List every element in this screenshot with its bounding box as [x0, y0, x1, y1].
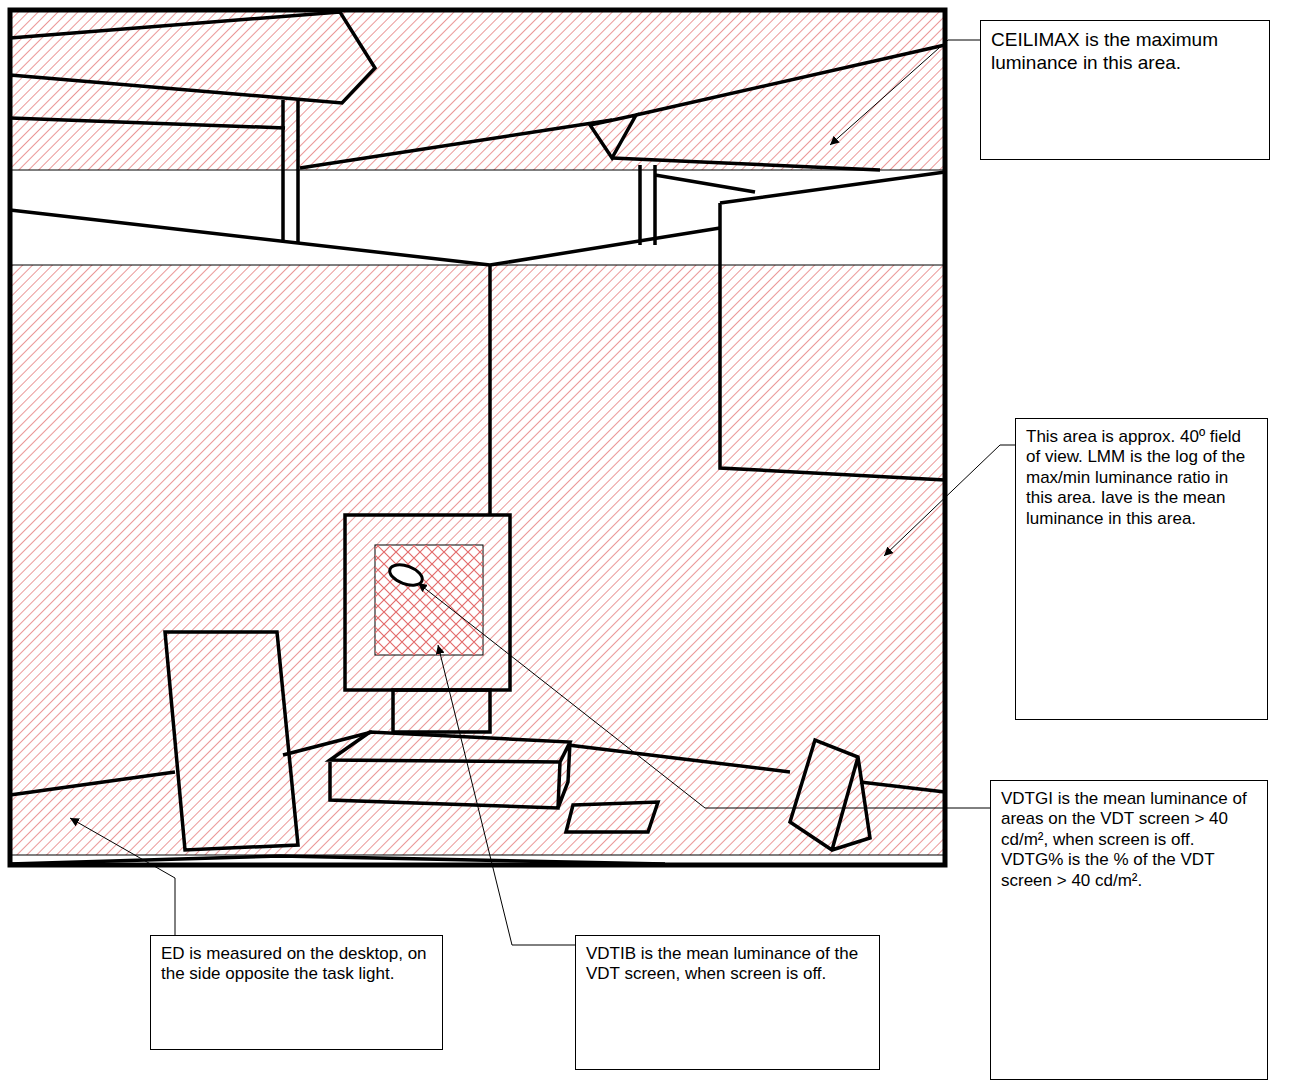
vdt-screen: [375, 545, 483, 655]
document-holder: [165, 632, 298, 850]
ceiling-beam: [612, 45, 945, 170]
ceiling-beam: [10, 118, 285, 128]
desk-edge: [10, 732, 945, 795]
callout-text: VDTG% is the % of the VDT screen > 40 cd…: [1001, 850, 1257, 891]
field-of-view-hatched-area: [10, 265, 945, 855]
leader-lines: [70, 40, 1015, 945]
vdt-screen-crosshatch: [375, 545, 483, 655]
view-frame: [10, 10, 945, 865]
ceiling-beam: [300, 120, 612, 168]
light-pendant: [640, 165, 655, 245]
leader-line: [418, 583, 990, 808]
callout-box: CEILIMAX is the maximum luminance in thi…: [980, 20, 1270, 160]
leader-line: [438, 645, 575, 945]
leader-line: [70, 818, 175, 935]
leader-line: [830, 40, 980, 145]
light-pendant: [283, 100, 298, 242]
ceiling-beam: [590, 115, 636, 158]
callout-box: This area is approx. 40º field of view. …: [1015, 418, 1268, 720]
wall-corner: [488, 265, 492, 515]
area-boundary: [10, 855, 945, 856]
ceiling-wall-edge: [10, 210, 720, 265]
callout-box: VDTGI is the mean luminance of areas on …: [990, 780, 1268, 1080]
callout-text: VDTGI is the mean luminance of areas on …: [1001, 789, 1257, 850]
mouse-pad: [566, 802, 658, 832]
monitor-stand: [393, 690, 490, 732]
area-boundary: [10, 170, 945, 171]
ceiling-beam: [10, 12, 375, 103]
callout-text: ED is measured on the desktop, on the si…: [161, 944, 432, 985]
keyboard-base: [330, 732, 570, 808]
callout-text: CEILIMAX is the maximum luminance in thi…: [991, 29, 1259, 75]
leader-line: [884, 445, 1015, 556]
callout-box: VDTIB is the mean luminance of the VDT s…: [575, 935, 880, 1070]
monitor-housing: [345, 515, 510, 690]
callout-box: ED is measured on the desktop, on the si…: [150, 935, 443, 1050]
task-light: [790, 740, 870, 850]
ceiling-hatched-area: [10, 10, 945, 170]
ceiling-edge: [655, 175, 755, 192]
partition-wall: [720, 172, 945, 480]
callout-text: This area is approx. 40º field of view. …: [1026, 427, 1257, 529]
glare-spot: [387, 561, 425, 590]
callout-text: VDTIB is the mean luminance of the VDT s…: [586, 944, 869, 985]
room-outline: [10, 12, 945, 864]
